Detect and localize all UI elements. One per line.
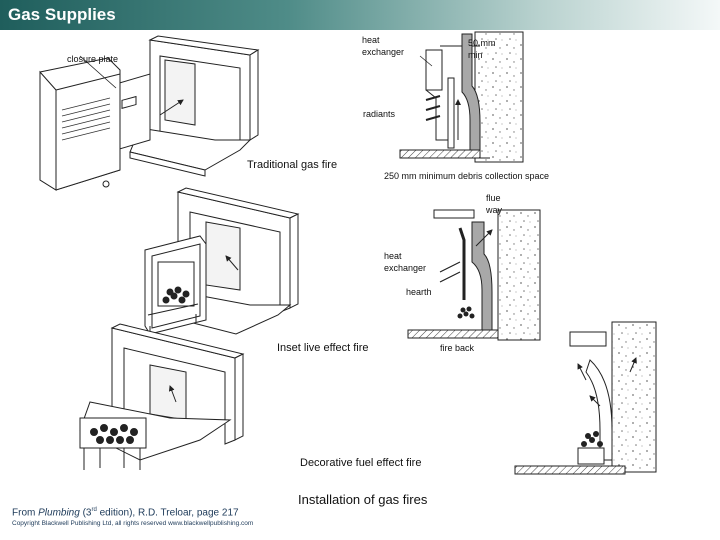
label-traditional-gas-fire: Traditional gas fire bbox=[247, 159, 338, 171]
label-hearth: hearth bbox=[406, 287, 432, 297]
decorative-fire-section bbox=[514, 321, 657, 475]
source-credit: From Plumbing (3rd edition), R.D. Treloa… bbox=[12, 507, 239, 519]
label-50mm-min: 50 mm min bbox=[468, 38, 496, 60]
label-closure-plate: closure plate bbox=[67, 54, 119, 64]
caption-installation: Installation of gas fires bbox=[298, 492, 428, 507]
label-heat-exchanger-inset: heat exchanger bbox=[384, 251, 427, 273]
traditional-fire-drawing bbox=[39, 35, 260, 191]
label-flue-way: flue way bbox=[486, 193, 503, 215]
label-decorative-fuel-effect-fire: Decorative fuel effect fire bbox=[300, 457, 422, 469]
decorative-fire-drawing bbox=[79, 323, 245, 470]
label-radiants: radiants bbox=[363, 109, 396, 119]
inset-fire-drawing bbox=[144, 187, 300, 335]
label-fire-back: fire back bbox=[440, 343, 475, 353]
page-title: Gas Supplies bbox=[8, 5, 116, 24]
label-heat-exchanger-top: heat exchanger bbox=[362, 35, 405, 57]
title-bar: Gas Supplies bbox=[0, 0, 720, 30]
inset-fire-section bbox=[407, 209, 541, 341]
copyright-notice: Copyright Blackwell Publishing Ltd, all … bbox=[12, 520, 254, 527]
label-debris-space: 250 mm minimum debris collection space bbox=[384, 171, 550, 181]
label-inset-live-effect-fire: Inset live effect fire bbox=[277, 342, 369, 354]
traditional-fire-section bbox=[399, 31, 524, 163]
